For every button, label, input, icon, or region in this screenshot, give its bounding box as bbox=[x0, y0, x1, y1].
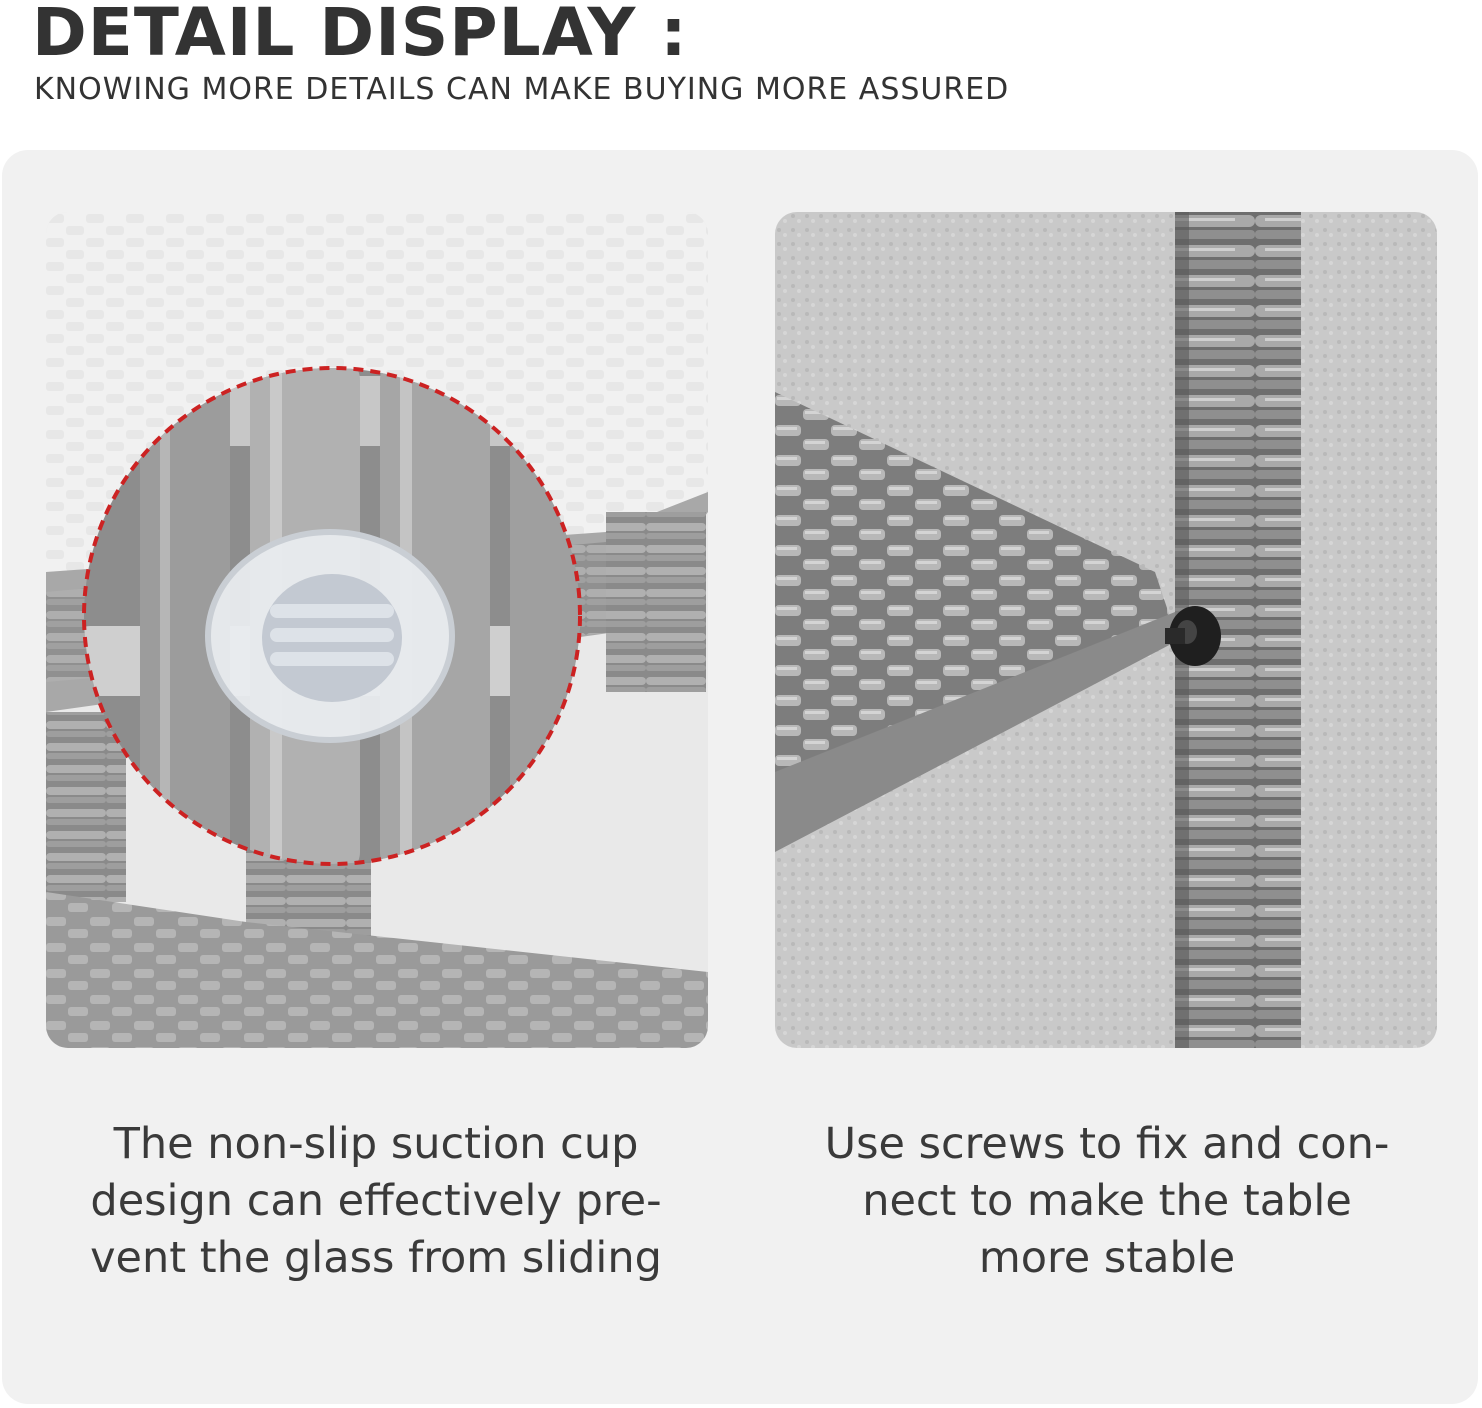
screw-connection-detail-illustration bbox=[775, 212, 1437, 1048]
caption-line: design can effectively pre- bbox=[90, 1176, 662, 1226]
caption-line: more stable bbox=[978, 1233, 1236, 1283]
caption-line: The non-slip suction cup bbox=[113, 1119, 639, 1169]
suction-cup-detail-illustration bbox=[46, 212, 708, 1048]
screw-connection-detail-photo bbox=[775, 212, 1437, 1048]
suction-cup-caption: The non-slip suction cup design can effe… bbox=[46, 1116, 706, 1287]
caption-line: Use screws to fix and con- bbox=[824, 1119, 1390, 1169]
page-title: DETAIL DISPLAY : bbox=[32, 0, 688, 71]
screw-caption: Use screws to fix and con- nect to make … bbox=[777, 1116, 1437, 1287]
caption-line: vent the glass from sliding bbox=[90, 1233, 662, 1283]
caption-line: nect to make the table bbox=[862, 1176, 1352, 1226]
suction-cup-detail-photo bbox=[46, 212, 708, 1048]
page-subtitle: KNOWING MORE DETAILS CAN MAKE BUYING MOR… bbox=[34, 72, 1010, 107]
